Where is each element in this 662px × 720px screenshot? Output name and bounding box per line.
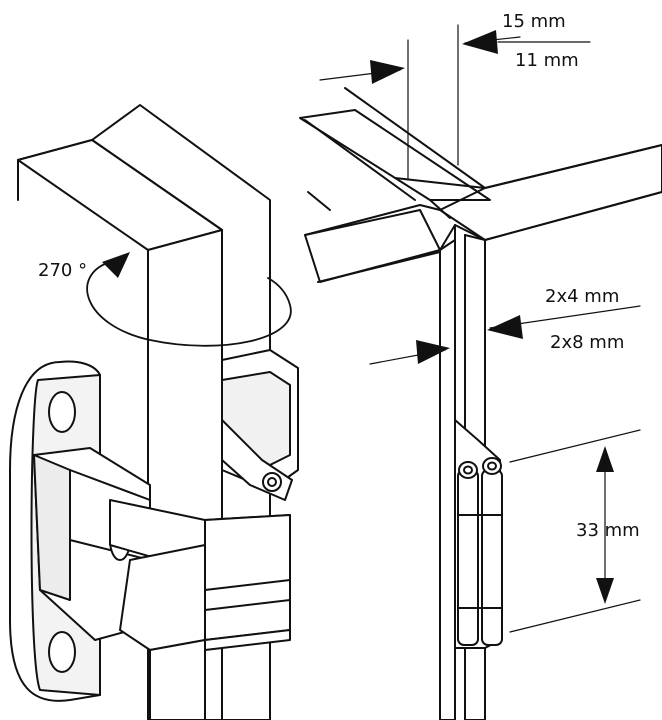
rotation-arrowhead — [102, 252, 130, 278]
right-hinge-knuckle-right — [481, 469, 503, 646]
clearance-large-label: 2x4 mm — [545, 286, 619, 307]
right-left-door-edge — [439, 239, 456, 720]
mounting-screw-hole-bottom — [48, 631, 76, 673]
dimension-hinge-height: 33 mm — [509, 429, 641, 633]
right-hinge-knuckle-left — [457, 469, 479, 646]
hinge-cup-housing — [204, 514, 291, 641]
dimension-top-gap: 15 mm 11 mm — [319, 11, 591, 181]
mounting-screw-hole-top — [48, 391, 76, 433]
right-door-top-surface — [304, 144, 662, 283]
rotation-angle-label: 270 ° — [38, 260, 87, 281]
hinge-height-label: 33 mm — [576, 520, 640, 541]
hinge-arm-mechanism — [33, 349, 299, 720]
hinge-arm-front — [119, 544, 206, 651]
gap-top-large-label: 15 mm — [502, 11, 566, 32]
dimension-side-clearance: 2x4 mm 2x8 mm — [369, 286, 641, 365]
rotation-arc — [86, 261, 292, 347]
right-back-panel-top — [299, 109, 491, 201]
rotation-indicator: 270 ° — [38, 252, 292, 347]
gap-top-small-label: 11 mm — [515, 50, 579, 71]
clearance-small-label: 2x8 mm — [550, 332, 624, 353]
right-panel-assembly — [299, 87, 662, 720]
